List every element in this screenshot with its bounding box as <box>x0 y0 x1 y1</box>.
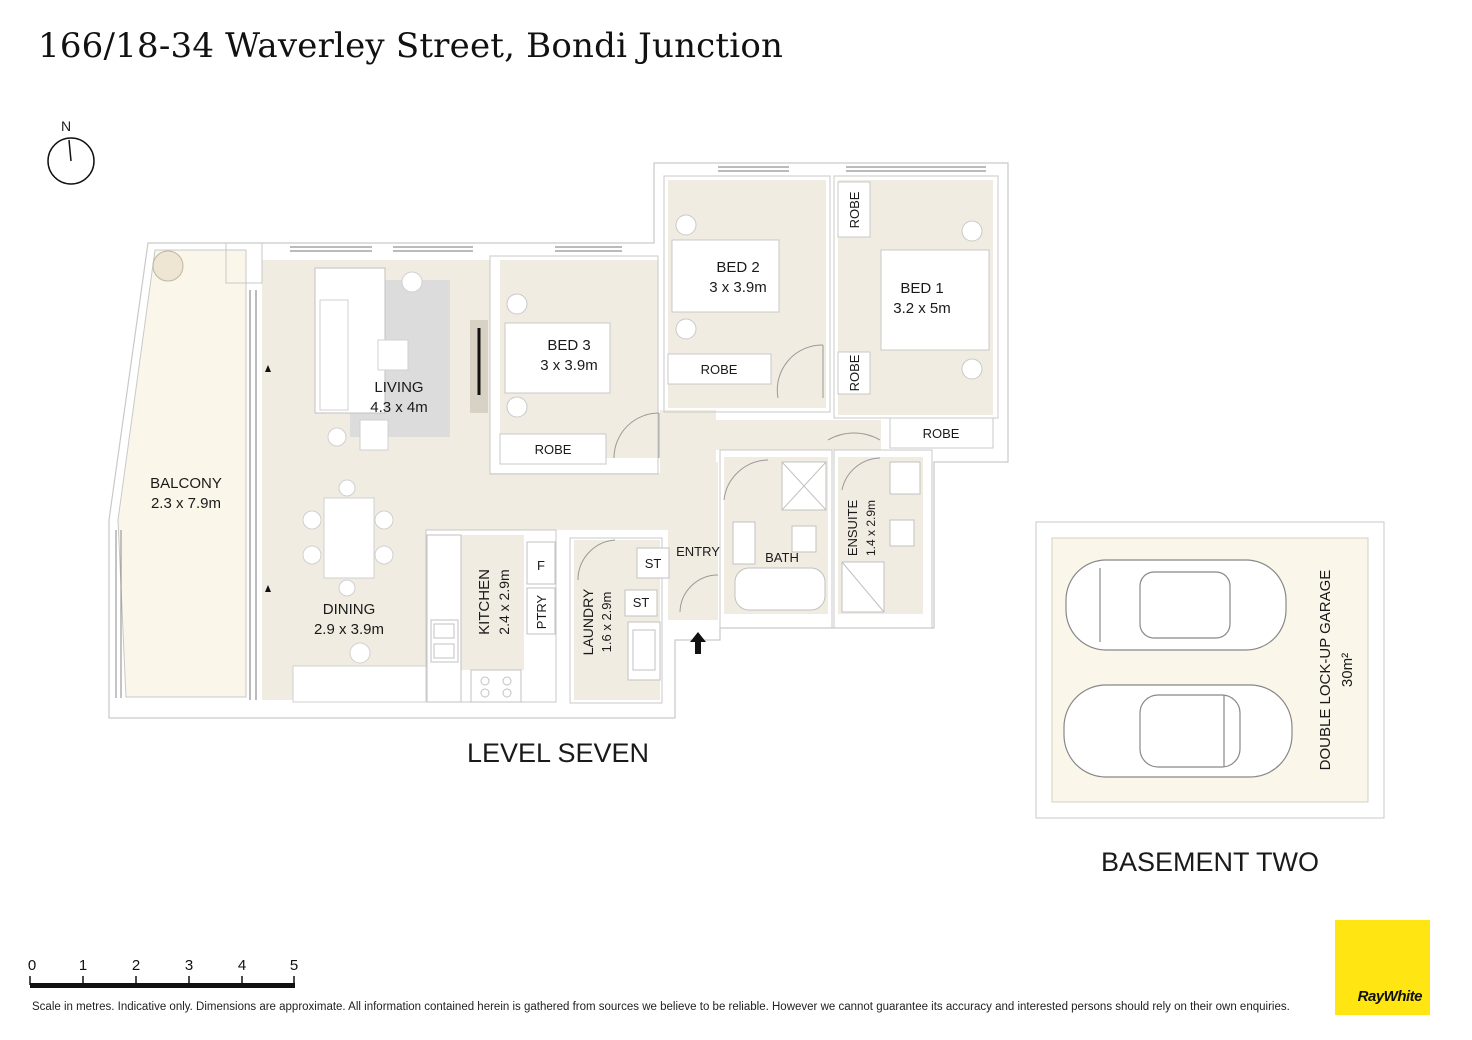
bath-name: BATH <box>765 550 799 565</box>
living-size: 4.3 x 4m <box>370 399 428 416</box>
page-title: 166/18-34 Waverley Street, Bondi Junctio… <box>38 26 784 66</box>
scale-tick-4: 4 <box>238 957 246 974</box>
ptry-label: PTRY <box>534 594 549 629</box>
internal-walls <box>225 175 999 704</box>
scale-tick-1: 1 <box>79 957 87 974</box>
ensuite-size: 1.4 x 2.9m <box>864 500 878 556</box>
bed1-size: 3.2 x 5m <box>893 300 951 317</box>
bed1-name: BED 1 <box>900 280 943 297</box>
robe-label-bed2: ROBE <box>701 362 738 377</box>
robe-label-bed1-top: ROBE <box>847 191 862 228</box>
scale-tick-5: 5 <box>290 957 298 974</box>
balcony-area <box>117 249 247 698</box>
car-icon-2 <box>1063 684 1293 778</box>
small-labels: ROBE ROBE ROBE ROBE ROBE BATH ENTRY F ST… <box>534 191 960 629</box>
kitchen-size: 2.4 x 2.9m <box>496 569 512 634</box>
robe-label-bed1: ROBE <box>923 426 960 441</box>
vertical-room-labels: KITCHEN 2.4 x 2.9m LAUNDRY 1.6 x 2.9m EN… <box>476 500 878 656</box>
bed2-size: 3 x 3.9m <box>709 279 767 296</box>
balcony-door-arrow-icon <box>265 365 271 372</box>
bed3-size: 3 x 3.9m <box>540 357 598 374</box>
compass-label: N <box>61 118 71 134</box>
kitchen-fixtures <box>426 534 556 703</box>
raywhite-logo: RayWhite <box>1335 920 1430 1015</box>
living-name: LIVING <box>374 379 423 396</box>
scale-bar: 0 1 2 3 4 5 <box>28 957 298 988</box>
garage-name: DOUBLE LOCK-UP GARAGE <box>1317 570 1334 771</box>
balcony-door-arrow-icon-2 <box>265 585 271 592</box>
laundry-fixtures <box>624 547 670 681</box>
robes <box>499 181 994 465</box>
balcony-name: BALCONY <box>150 475 222 492</box>
entry-arrow-icon <box>690 632 706 654</box>
room-labels: BALCONY 2.3 x 7.9m LIVING 4.3 x 4m DININ… <box>150 259 951 638</box>
doors <box>577 344 881 613</box>
bathroom-fixtures <box>732 461 921 613</box>
level-main-label: LEVEL SEVEN <box>467 738 649 768</box>
bed3-name: BED 3 <box>547 337 590 354</box>
st-label-1: ST <box>645 556 662 571</box>
fridge-label: F <box>537 558 545 573</box>
robe-label-bed3: ROBE <box>535 442 572 457</box>
laundry-size: 1.6 x 2.9m <box>599 592 614 653</box>
north-compass-icon: N <box>47 118 95 185</box>
dining-size: 2.9 x 3.9m <box>314 621 384 638</box>
kitchen-name: KITCHEN <box>476 569 493 635</box>
balcony-size: 2.3 x 7.9m <box>151 495 221 512</box>
living-furniture <box>314 267 488 451</box>
garage-area: 30m² <box>1339 653 1356 687</box>
st-label-2: ST <box>633 595 650 610</box>
disclaimer-text: Scale in metres. Indicative only. Dimens… <box>32 1001 1290 1013</box>
laundry-name: LAUNDRY <box>580 588 596 655</box>
brand-name: RayWhite <box>1357 988 1423 1005</box>
scale-tick-0: 0 <box>28 957 36 974</box>
robe-label-bed1-side: ROBE <box>847 354 862 391</box>
ensuite-name: ENSUITE <box>845 500 860 557</box>
entry-name: ENTRY <box>676 544 720 559</box>
bed2-name: BED 2 <box>716 259 759 276</box>
dining-table <box>292 479 427 703</box>
dining-name: DINING <box>323 601 376 618</box>
windows <box>249 166 986 700</box>
garage: DOUBLE LOCK-UP GARAGE 30m² <box>1035 521 1385 819</box>
car-icon <box>1065 559 1287 651</box>
beds <box>504 214 990 418</box>
scale-tick-3: 3 <box>185 957 193 974</box>
scale-tick-2: 2 <box>132 957 140 974</box>
level-basement-label: BASEMENT TWO <box>1101 847 1319 877</box>
